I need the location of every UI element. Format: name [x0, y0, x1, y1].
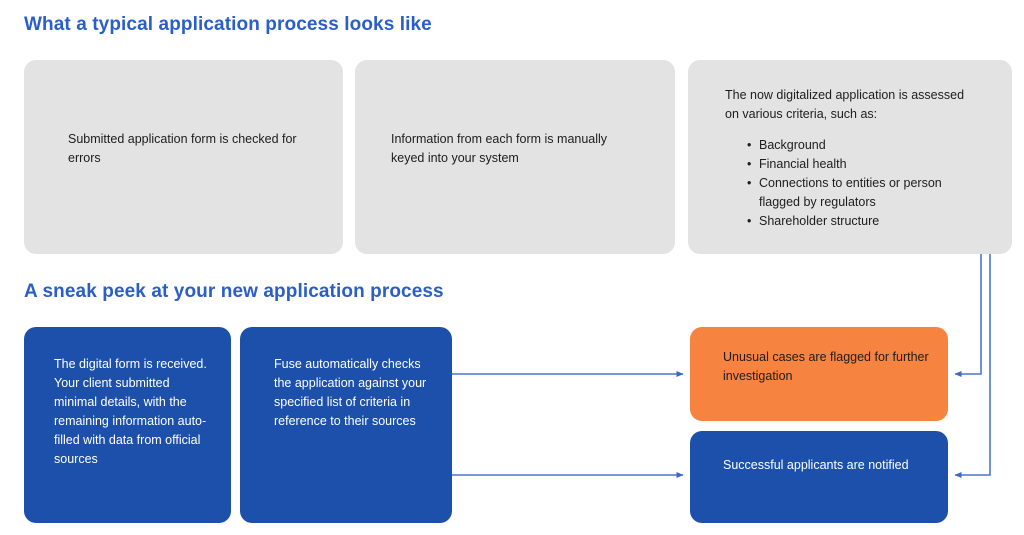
card-body: The now digitalized application is asses…	[725, 86, 1012, 231]
old-process-step-2-card: Information from each form is manually k…	[355, 60, 675, 254]
outcome-notified-card: Successful applicants are notified	[690, 431, 948, 523]
connector-criteria-to-flagged	[954, 254, 982, 378]
new-process-step-2-text: Fuse automatically checks the applicatio…	[274, 357, 427, 428]
old-process-step-1-card: Submitted application form is checked fo…	[24, 60, 343, 254]
assessment-criteria-item: Connections to entities or person flagge…	[747, 174, 977, 212]
new-process-step-1-text: The digital form is received. Your clien…	[54, 357, 207, 466]
new-process-heading: A sneak peek at your new application pro…	[24, 281, 444, 302]
old-process-heading: What a typical application process looks…	[24, 14, 432, 35]
assessment-criteria-item: Background	[747, 136, 977, 155]
outcome-flagged-text: Unusual cases are flagged for further in…	[723, 350, 929, 383]
connector-criteria-to-notified	[954, 254, 991, 479]
assessment-criteria-item: Financial health	[747, 155, 977, 174]
assessment-criteria-list: BackgroundFinancial healthConnections to…	[747, 136, 1012, 231]
card-body: The digital form is received. Your clien…	[54, 355, 213, 469]
card-body: Unusual cases are flagged for further in…	[723, 348, 932, 386]
new-process-step-2-card: Fuse automatically checks the applicatio…	[240, 327, 452, 523]
outcome-notified-text: Successful applicants are notified	[723, 458, 909, 472]
card-body: Successful applicants are notified	[723, 456, 932, 475]
old-process-step-3-card: The now digitalized application is asses…	[688, 60, 1012, 254]
old-process-step-1-text: Submitted application form is checked fo…	[68, 132, 297, 165]
old-process-step-3-text: The now digitalized application is asses…	[725, 88, 965, 121]
card-body: Information from each form is manually k…	[391, 130, 675, 168]
old-process-step-2-text: Information from each form is manually k…	[391, 132, 608, 165]
new-process-step-1-card: The digital form is received. Your clien…	[24, 327, 231, 523]
card-body: Fuse automatically checks the applicatio…	[274, 355, 438, 431]
assessment-criteria-item: Shareholder structure	[747, 212, 977, 231]
outcome-flagged-card: Unusual cases are flagged for further in…	[690, 327, 948, 421]
card-body: Submitted application form is checked fo…	[68, 130, 343, 168]
